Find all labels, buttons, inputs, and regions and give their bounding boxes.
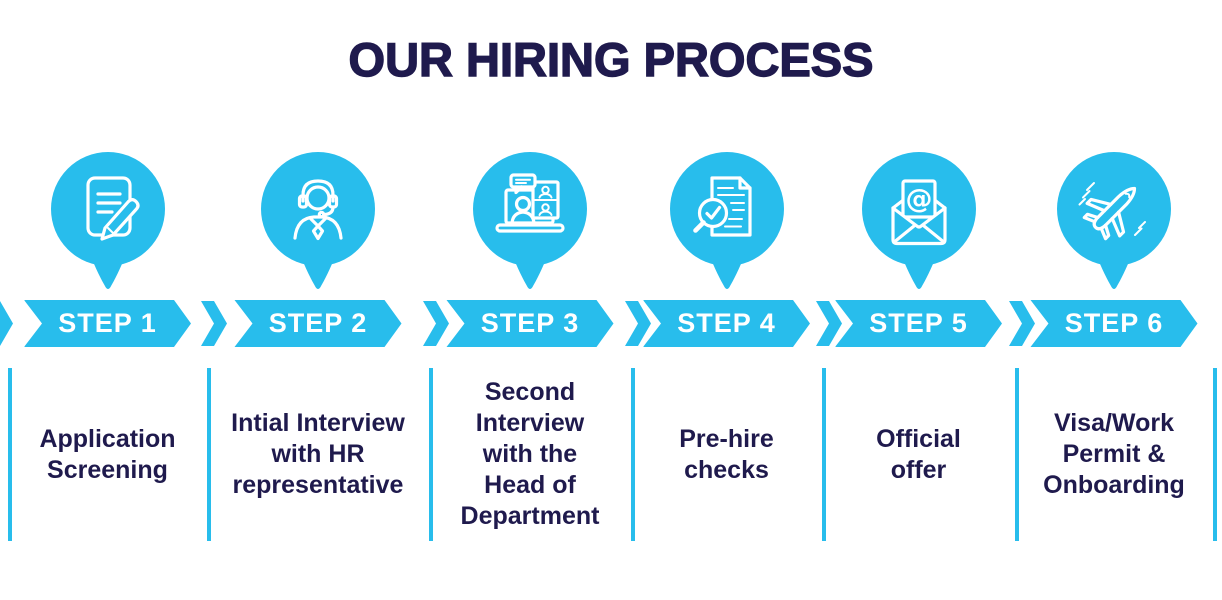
step-banner: STEP 4 xyxy=(643,300,810,347)
column-divider xyxy=(631,368,635,541)
step-bubble xyxy=(667,151,787,297)
document-search-check-icon xyxy=(669,152,784,289)
step-banner: STEP 3 xyxy=(447,300,614,347)
step-banner: STEP 2 xyxy=(235,300,402,347)
column-divider xyxy=(1015,368,1019,541)
document-edit-icon xyxy=(50,152,165,289)
step-description: Visa/Work Permit & Onboarding xyxy=(1043,409,1185,499)
step-description: Pre-hire checks xyxy=(679,424,774,484)
step-bubble: @ xyxy=(859,151,979,297)
step-description: Second Interview with the Head of Depart… xyxy=(460,378,600,530)
video-call-laptop-icon xyxy=(473,152,587,289)
svg-text:@: @ xyxy=(905,184,932,215)
column-divider xyxy=(8,368,12,541)
step-label: STEP 1 xyxy=(58,308,157,338)
step-label: STEP 3 xyxy=(480,308,580,338)
step-bubble xyxy=(258,151,378,297)
step-description: Intial Interview with HR representative xyxy=(231,409,405,499)
step-column-1: STEP 1 Application Screening xyxy=(8,0,207,600)
step-column-6: STEP 6 Visa/Work Permit & Onboarding xyxy=(1015,0,1213,600)
step-banner: STEP 5 xyxy=(835,300,1002,347)
column-divider xyxy=(429,368,433,541)
step-label: STEP 4 xyxy=(677,308,776,338)
step-column-5: @ STEP 5 Official offer xyxy=(822,0,1015,600)
step-description: Application Screening xyxy=(39,424,176,484)
step-column-2: STEP 2 Intial Interview with HR represen… xyxy=(207,0,429,600)
column-divider xyxy=(822,368,826,541)
airplane-icon xyxy=(1057,152,1171,289)
step-bubble xyxy=(1054,151,1174,297)
page-title: OUR HIRING PROCESS xyxy=(348,32,874,86)
hr-headset-person-icon xyxy=(261,152,375,289)
step-banner: STEP 6 xyxy=(1031,300,1198,347)
step-label: STEP 2 xyxy=(268,308,368,338)
step-label: STEP 6 xyxy=(1064,308,1164,338)
step-label: STEP 5 xyxy=(869,308,968,338)
column-divider xyxy=(1213,368,1217,541)
step-column-4: STEP 4 Pre-hire checks xyxy=(631,0,822,600)
step-bubble xyxy=(48,151,168,297)
step-bubble xyxy=(470,151,590,297)
email-at-envelope-icon: @ xyxy=(861,152,976,289)
step-column-3: STEP 3 Second Interview with the Head of… xyxy=(429,0,631,600)
column-divider xyxy=(207,368,211,541)
step-description: Official offer xyxy=(876,424,961,484)
step-banner: STEP 1 xyxy=(24,300,191,347)
